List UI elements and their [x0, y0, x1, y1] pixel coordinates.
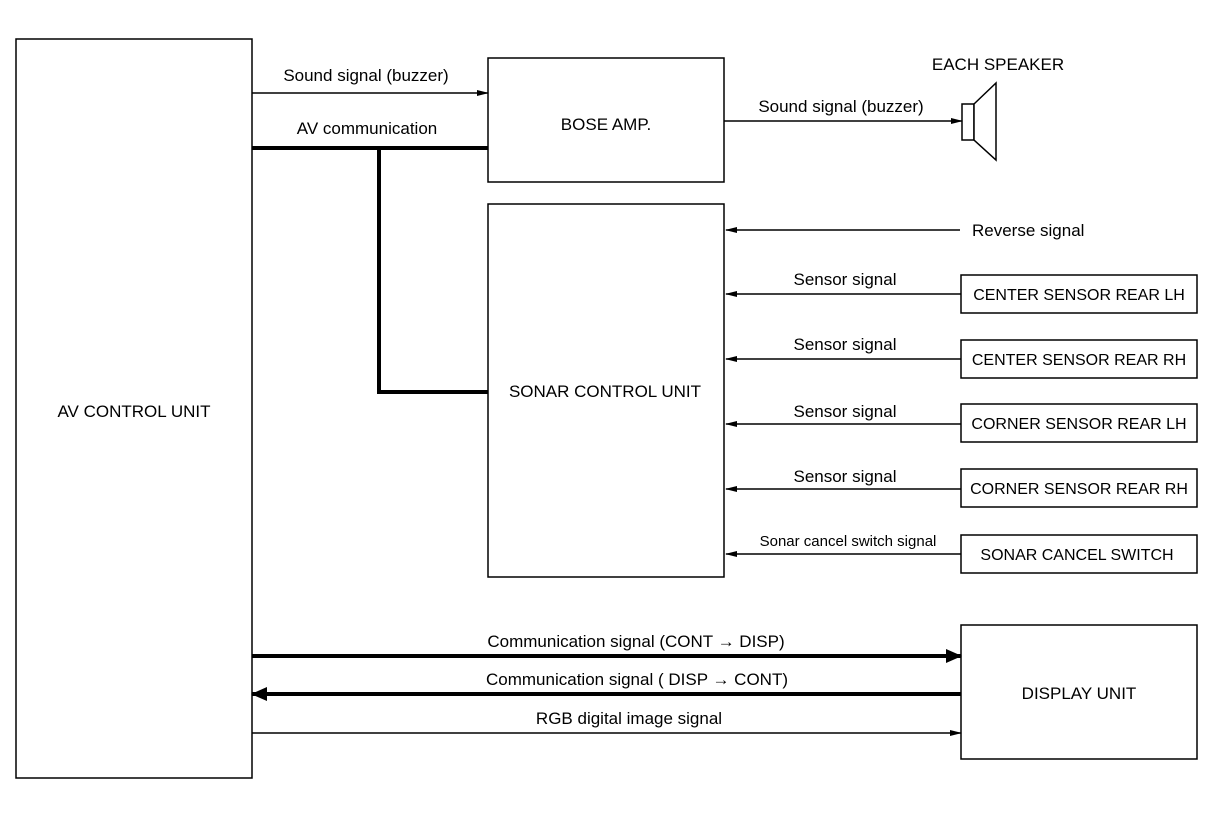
center-sensor-rear-rh-label: CENTER SENSOR REAR RH: [972, 352, 1186, 369]
sonar-control-unit-label: SONAR CONTROL UNIT: [509, 382, 701, 401]
sound-signal-amp-speaker-label: Sound signal (buzzer): [758, 97, 923, 116]
reverse-signal-label: Reverse signal: [972, 221, 1084, 240]
av-control-unit-label: AV CONTROL UNIT: [57, 402, 210, 421]
av-communication-label: AV communication: [297, 119, 437, 138]
bose-amp-label: BOSE AMP.: [561, 115, 651, 134]
sonar-cancel-switch-label: SONAR CANCEL SWITCH: [980, 547, 1173, 564]
sensor-signal-label-3: Sensor signal: [793, 402, 896, 421]
center-sensor-rear-lh-block: [960, 274, 1198, 314]
sound-signal-av-amp-label: Sound signal (buzzer): [283, 66, 448, 85]
corner-sensor-rear-lh-label: CORNER SENSOR REAR LH: [971, 416, 1186, 433]
speaker-icon: [961, 81, 997, 162]
av-communication-bus: [252, 146, 488, 394]
sensor-signal-label-4: Sensor signal: [793, 467, 896, 486]
sonar-control-unit-block: [487, 203, 725, 578]
display-unit-label: DISPLAY UNIT: [1022, 684, 1137, 703]
comm-disp-cont-label: Communication signal ( DISP → CONT): [486, 670, 788, 689]
corner-sensor-rear-rh-block: [960, 468, 1198, 508]
display-unit-block: [960, 624, 1198, 760]
corner-sensor-rear-lh-block: [960, 403, 1198, 443]
each-speaker-label: EACH SPEAKER: [932, 55, 1064, 74]
sonar-cancel-switch-signal-label: Sonar cancel switch signal: [760, 533, 937, 550]
corner-sensor-rear-rh-label: CORNER SENSOR REAR RH: [970, 481, 1188, 498]
bose-amp-block: [487, 57, 725, 183]
sensor-signal-label-2: Sensor signal: [793, 335, 896, 354]
center-sensor-rear-lh-label: CENTER SENSOR REAR LH: [973, 287, 1185, 304]
rgb-signal-label: RGB digital image signal: [536, 709, 722, 728]
comm-cont-disp-label: Communication signal (CONT → DISP): [487, 632, 784, 651]
av-control-unit-block: [15, 38, 253, 779]
sensor-signal-label-1: Sensor signal: [793, 270, 896, 289]
